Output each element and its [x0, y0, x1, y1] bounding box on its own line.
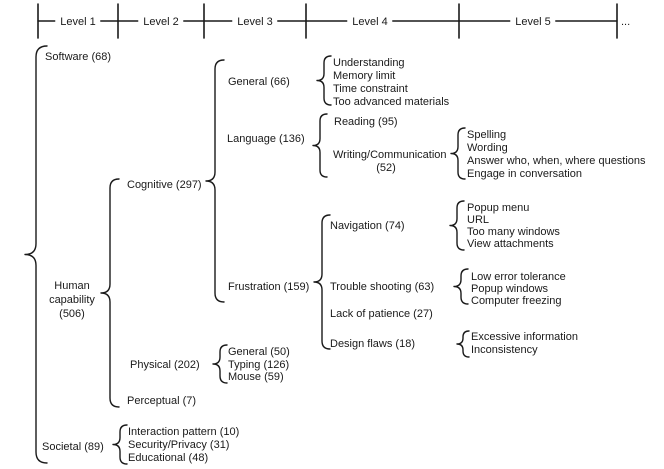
- node-trouble-shooting: Trouble shooting (63): [330, 281, 435, 293]
- general-cognitive-children-list: Understanding Memory limit Time constrai…: [333, 57, 449, 109]
- node-design-flaws: Design flaws (18): [330, 338, 415, 350]
- leaf-memory-limit: Memory limit: [333, 70, 396, 82]
- leaf-security-privacy: Security/Privacy (31): [128, 439, 230, 451]
- brace-language-children: [312, 113, 328, 178]
- node-human-capability-line1: Human: [54, 280, 90, 292]
- leaf-understanding: Understanding: [333, 57, 405, 69]
- node-reading: Reading (95): [334, 116, 398, 128]
- node-frustration: Frustration (159): [228, 281, 310, 293]
- leaf-too-advanced-materials: Too advanced materials: [333, 96, 450, 108]
- ruler-level-5-label: Level 5: [510, 15, 556, 29]
- ruler-level-2-label: Level 2: [138, 15, 184, 29]
- brace-root: [24, 45, 48, 464]
- node-human-capability-line3: (506): [59, 308, 85, 320]
- brace-cognitive-children: [205, 59, 225, 303]
- brace-design-flaws-children: [456, 330, 470, 358]
- leaf-general-physical: General (50): [228, 346, 290, 358]
- trouble-shooting-children-list: Low error tolerance Popup windows Comput…: [471, 271, 566, 307]
- navigation-children-list: Popup menu URL Too many windows View att…: [467, 202, 560, 250]
- brace-trouble-shooting-children: [453, 268, 469, 305]
- leaf-educational: Educational (48): [128, 452, 209, 464]
- leaf-engage-in-conversation: Engage in conversation: [467, 168, 582, 180]
- brace-navigation-children: [449, 200, 465, 251]
- leaf-view-attachments: View attachments: [467, 238, 554, 250]
- leaf-answer-questions: Answer who, when, where questions: [467, 155, 646, 167]
- leaf-typing: Typing (126): [228, 358, 290, 371]
- node-physical: Physical (202): [130, 359, 200, 371]
- leaf-spelling: Spelling: [467, 129, 507, 141]
- brace-frustration-children: [313, 214, 331, 350]
- node-cognitive: Cognitive (297): [127, 179, 202, 191]
- ruler-level-3-label: Level 3: [232, 15, 278, 29]
- brace-general-cognitive-children: [316, 55, 332, 106]
- node-societal: Societal (89): [42, 441, 104, 453]
- brace-writing-communication-children: [450, 127, 466, 180]
- node-human-capability-line2: capability: [49, 294, 95, 306]
- node-perceptual: Perceptual (7): [127, 395, 197, 407]
- brace-societal-children: [112, 424, 128, 465]
- brace-human-capability-children: [100, 178, 120, 408]
- brace-physical-children: [212, 344, 228, 384]
- ruler-ellipsis: ...: [621, 16, 631, 28]
- ruler-level-1-label: Level 1: [55, 15, 101, 29]
- leaf-url: URL: [467, 214, 490, 226]
- societal-children-list: Interaction pattern (10) Security/Privac…: [128, 426, 239, 465]
- writing-communication-children-list: Spelling Wording Answer who, when, where…: [467, 129, 646, 181]
- node-general-cognitive: General (66): [228, 76, 290, 88]
- leaf-too-many-windows: Too many windows: [467, 226, 560, 238]
- leaf-popup-windows: Popup windows: [471, 283, 549, 295]
- node-language: Language (136): [227, 133, 305, 145]
- physical-children-list: General (50) Typing (126) Mouse (59): [228, 346, 290, 384]
- node-navigation: Navigation (74): [330, 220, 405, 232]
- ruler-level-4-label: Level 4: [347, 15, 393, 29]
- leaf-interaction-pattern: Interaction pattern (10): [128, 426, 240, 438]
- design-flaws-children-list: Excessive information Inconsistency: [471, 331, 578, 357]
- leaf-lack-of-patience: Lack of patience (27): [330, 308, 433, 320]
- node-writing-communication: Writing/Communication (52): [333, 149, 447, 175]
- leaf-low-error-tolerance: Low error tolerance: [471, 271, 566, 283]
- leaf-time-constraint: Time constraint: [333, 83, 408, 95]
- node-software: Software (68): [45, 51, 112, 63]
- node-human-capability: Human capability (506): [38, 279, 106, 321]
- leaf-mouse: Mouse (59): [228, 371, 284, 383]
- node-writing-communication-line2: (52): [376, 162, 396, 174]
- leaf-popup-menu: Popup menu: [467, 202, 530, 214]
- leaf-inconsistency: Inconsistency: [471, 344, 538, 356]
- node-writing-communication-line1: Writing/Communication: [333, 149, 447, 161]
- leaf-wording: Wording: [467, 142, 508, 154]
- leaf-excessive-information: Excessive information: [471, 331, 578, 343]
- leaf-computer-freezing: Computer freezing: [471, 295, 562, 307]
